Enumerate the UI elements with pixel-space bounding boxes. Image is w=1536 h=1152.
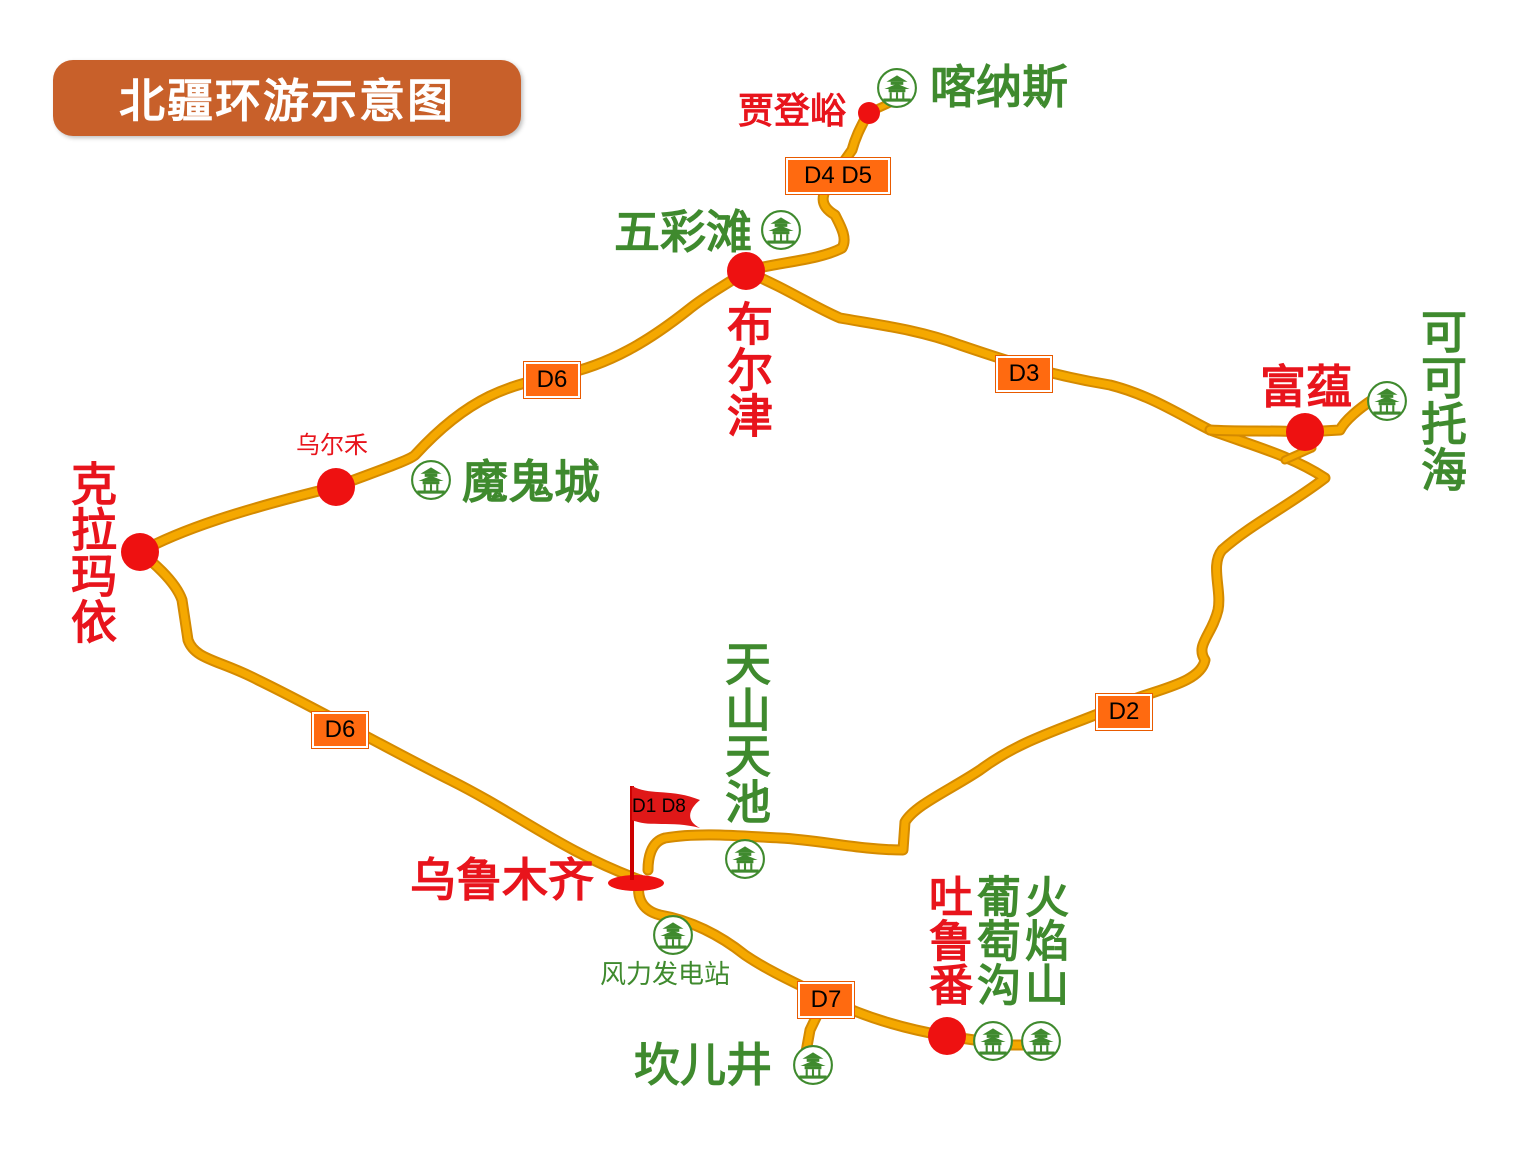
label-urumqi: 乌鲁木齐: [410, 853, 594, 907]
day-badge-d2: D2: [1096, 694, 1152, 730]
route-line: [134, 98, 1378, 1058]
label-tianchi: 天山天池: [718, 640, 772, 824]
label-moguicheng: 魔鬼城: [462, 455, 600, 509]
label-wucaitan: 五彩滩: [614, 205, 752, 259]
day-badge-d7: D7: [798, 982, 854, 1018]
label-kanas: 喀纳斯: [930, 60, 1068, 114]
label-huoyanshan: 火焰山: [1017, 874, 1068, 1006]
label-burqin: 布尔津: [720, 300, 774, 438]
pagoda-icon-kanas: [877, 68, 917, 108]
label-karez: 坎儿井: [634, 1038, 772, 1092]
label-turpan: 吐鲁番: [921, 874, 972, 1006]
label-fuyun: 富蕴: [1260, 360, 1352, 414]
pagoda-icon-putaogou: [973, 1021, 1013, 1061]
pagoda-icon-keketuohai: [1367, 381, 1407, 421]
stop-marker-jiadengyu: [858, 102, 880, 124]
label-karamay: 克拉玛依: [64, 460, 118, 644]
stop-marker-turpan: [928, 1017, 966, 1055]
pagoda-icon-wind-farm: [653, 915, 693, 955]
label-wind-farm: 风力发电站: [600, 960, 731, 990]
map-title: 北疆环游示意图: [53, 60, 521, 136]
label-jiadengyu: 贾登峪: [738, 91, 847, 132]
label-putaogou: 葡萄沟: [969, 874, 1020, 1006]
pagoda-icon-karez: [793, 1045, 833, 1085]
label-keketuohai: 可可托海: [1414, 308, 1468, 492]
flag-day-label: D1 D8: [632, 796, 686, 817]
pagoda-icon-moguicheng: [411, 460, 451, 500]
pagoda-icon-wucaitan: [761, 210, 801, 250]
day-badge-d4-d5: D4 D5: [786, 158, 890, 194]
stop-marker-burqin: [727, 252, 765, 290]
pagoda-icon-huoyanshan: [1021, 1021, 1061, 1061]
day-badge-d6-west: D6: [312, 712, 368, 748]
stop-marker-karamay: [121, 533, 159, 571]
pagoda-icon-tianchi: [725, 839, 765, 879]
flag-icon: [608, 786, 700, 891]
day-badge-d6-north: D6: [524, 362, 580, 398]
stop-marker-fuyun: [1286, 413, 1324, 451]
stop-marker-urho: [317, 468, 355, 506]
day-badge-d3: D3: [996, 356, 1052, 392]
label-urho: 乌尔禾: [296, 431, 368, 459]
